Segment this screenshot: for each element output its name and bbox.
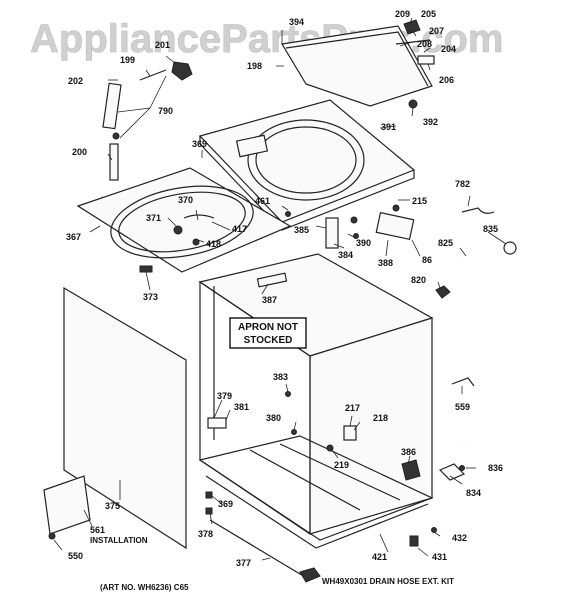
callout-384: 384 xyxy=(338,250,353,260)
callout-217: 217 xyxy=(345,403,360,413)
callout-207: 207 xyxy=(429,26,444,36)
leader-lines xyxy=(53,17,507,561)
callout-209: 209 xyxy=(395,9,410,19)
callout-205: 205 xyxy=(421,9,436,19)
callout-835: 835 xyxy=(483,224,498,234)
callout-370: 370 xyxy=(178,195,193,205)
callout-820: 820 xyxy=(411,275,426,285)
callout-421: 421 xyxy=(372,552,387,562)
callout-208: 208 xyxy=(417,39,432,49)
callout-391: 391 xyxy=(381,122,396,132)
callout-200: 200 xyxy=(72,147,87,157)
callout-labels: 394 209 205 207 208 204 206 198 392 391 … xyxy=(66,9,503,568)
callout-367: 367 xyxy=(66,232,81,242)
callout-790: 790 xyxy=(158,106,173,116)
callout-431: 431 xyxy=(432,552,447,562)
callout-369-top: 369 xyxy=(192,139,207,149)
callout-383: 383 xyxy=(273,372,288,382)
apron-note-line1: APRON NOT xyxy=(238,322,298,333)
callout-550: 550 xyxy=(68,551,83,561)
callout-825: 825 xyxy=(438,238,453,248)
callout-836: 836 xyxy=(488,463,503,473)
callout-206: 206 xyxy=(439,75,454,85)
callout-418: 418 xyxy=(206,239,221,249)
callout-432: 432 xyxy=(452,533,467,543)
art-number: (ART NO. WH6236) C65 xyxy=(100,583,189,592)
lid-part xyxy=(281,25,433,107)
callout-379: 379 xyxy=(217,391,232,401)
callout-834: 834 xyxy=(466,488,481,498)
callout-204: 204 xyxy=(441,44,456,54)
callout-199: 199 xyxy=(120,55,135,65)
drain-hose-part xyxy=(435,241,517,443)
callout-461: 461 xyxy=(255,196,270,206)
callout-201: 201 xyxy=(155,40,170,50)
callout-561: 561 xyxy=(90,525,105,535)
callout-388: 388 xyxy=(378,258,393,268)
callout-381: 381 xyxy=(234,402,249,412)
callout-202: 202 xyxy=(68,76,83,86)
callout-377: 377 xyxy=(236,558,251,568)
callout-198: 198 xyxy=(247,61,262,71)
callout-375: 375 xyxy=(105,501,120,511)
apron-note: APRON NOT STOCKED xyxy=(229,317,307,349)
callout-378: 378 xyxy=(198,529,213,539)
side-panel-part xyxy=(63,286,187,550)
installation-label: INSTALLATION xyxy=(90,536,148,545)
callout-417: 417 xyxy=(232,224,247,234)
drain-hose-kit-note: WH49X0301 DRAIN HOSE EXT. KIT xyxy=(322,577,454,586)
control-parts xyxy=(285,204,415,249)
base-pan-part xyxy=(198,435,434,549)
callout-390: 390 xyxy=(356,238,371,248)
callout-559: 559 xyxy=(455,402,470,412)
callout-385: 385 xyxy=(294,225,309,235)
hinge-parts xyxy=(395,19,435,109)
front-rail-part xyxy=(209,519,321,583)
callout-218: 218 xyxy=(373,413,388,423)
callout-386: 386 xyxy=(401,447,416,457)
cabinet-part xyxy=(198,253,434,536)
callout-394: 394 xyxy=(289,17,304,27)
callout-215: 215 xyxy=(412,196,427,206)
callout-371: 371 xyxy=(146,213,161,223)
watermark: AppliancePartsPros.com xyxy=(30,17,504,61)
base-frame-part xyxy=(76,167,292,273)
callout-392: 392 xyxy=(423,117,438,127)
hose-parts xyxy=(102,61,193,181)
callout-369-bottom: 369 xyxy=(218,499,233,509)
callout-219: 219 xyxy=(334,460,349,470)
installation-kit xyxy=(43,475,91,535)
top-cover-part xyxy=(198,99,416,231)
callout-782: 782 xyxy=(455,179,470,189)
callout-387: 387 xyxy=(262,295,277,305)
drain-kit-parts xyxy=(438,207,495,481)
callout-380: 380 xyxy=(266,413,281,423)
callout-86: 86 xyxy=(422,255,432,265)
apron-note-line2: STOCKED xyxy=(244,335,293,346)
callout-373: 373 xyxy=(143,292,158,302)
